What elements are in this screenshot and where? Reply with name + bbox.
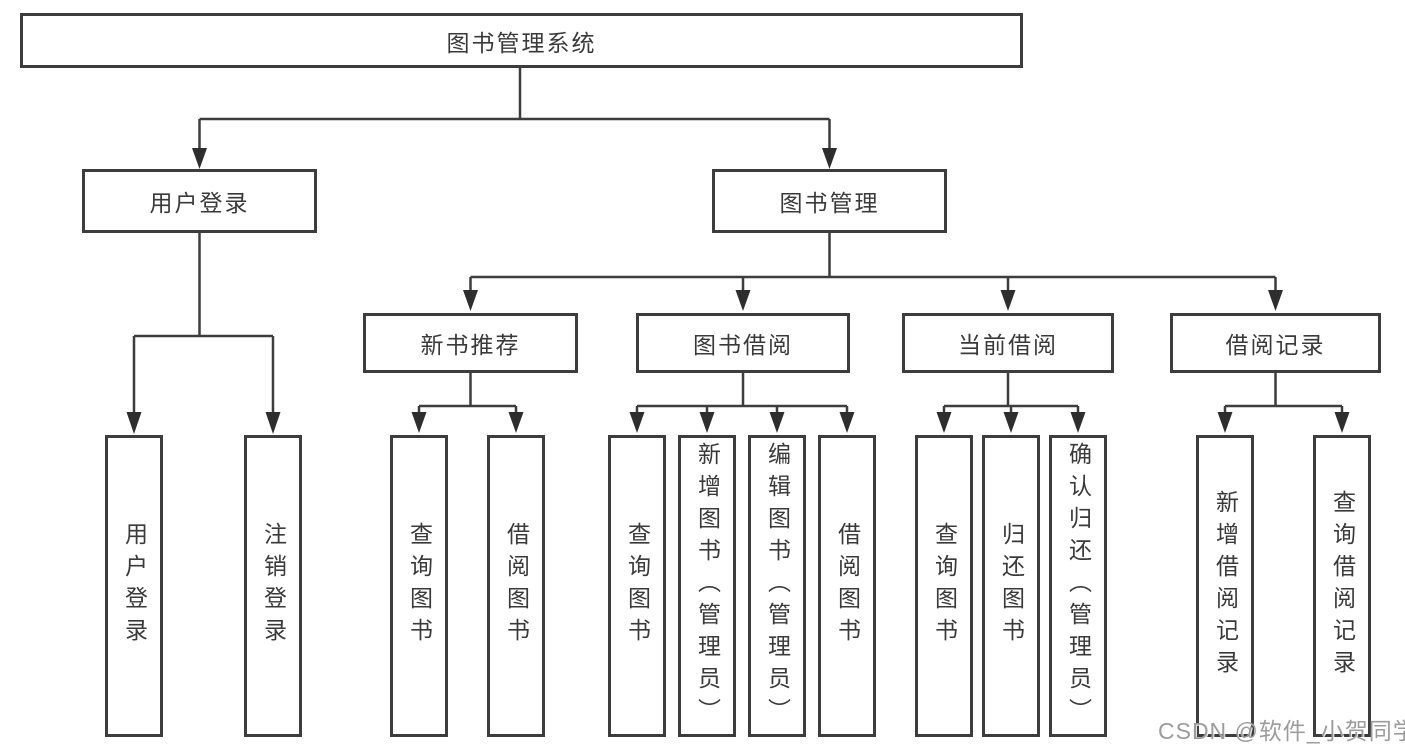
node-new-book-recommend-label: 新书推荐	[420, 332, 521, 358]
leaf-borrow-books: 借阅图书	[818, 435, 876, 737]
arrowhead	[508, 412, 524, 433]
arrowhead	[1334, 412, 1350, 433]
node-book-management-label: 图书管理	[779, 190, 880, 216]
leaf-user-login-label: 用户登录	[121, 522, 148, 650]
leaf-borrow-books-recommend: 借阅图书	[487, 435, 545, 737]
arrowhead	[735, 290, 751, 311]
node-root-label: 图书管理系统	[446, 29, 597, 56]
node-borrow-records-label: 借阅记录	[1225, 332, 1326, 358]
leaf-query-borrow-record: 查询借阅记录	[1313, 435, 1371, 737]
arrowhead	[699, 412, 715, 433]
branch-book-management	[463, 233, 1283, 311]
leaf-logout-label: 注销登录	[260, 522, 287, 650]
leaf-query-books-current: 查询图书	[915, 435, 973, 737]
arrowhead	[839, 412, 855, 433]
leaf-query-books-borrow: 查询图书	[608, 435, 666, 737]
arrowhead	[265, 412, 281, 434]
arrowhead	[463, 290, 478, 311]
leaf-add-borrow-record: 新增借阅记录	[1196, 435, 1254, 737]
leaf-add-books-admin: 新增图书（管理员）	[678, 435, 736, 737]
csdn-watermark: CSDN @软件_小贺同学	[1158, 718, 1405, 744]
arrowhead	[1070, 412, 1086, 433]
arrowhead	[126, 412, 142, 434]
branch-root	[192, 68, 837, 169]
leaf-confirm-return-admin: 确认归还（管理员）	[1049, 435, 1107, 737]
leaf-return-books-label: 归还图书	[998, 522, 1025, 650]
arrowhead	[822, 148, 837, 169]
branch-user-login	[126, 233, 281, 434]
node-current-borrow-label: 当前借阅	[958, 332, 1058, 358]
leaf-edit-books-admin: 编辑图书（管理员）	[748, 435, 806, 737]
arrowhead	[1003, 412, 1019, 433]
node-book-borrow: 图书借阅	[636, 313, 850, 373]
node-current-borrow: 当前借阅	[902, 313, 1114, 373]
arrowhead	[1217, 412, 1233, 433]
leaf-add-books-admin-label: 新增图书（管理员）	[694, 442, 721, 730]
leaf-user-login: 用户登录	[105, 435, 163, 737]
arrowhead	[936, 412, 952, 433]
arrowhead	[1000, 290, 1016, 311]
node-user-login: 用户登录	[82, 169, 317, 233]
branch-new-book-recommend	[411, 373, 524, 433]
node-book-management: 图书管理	[712, 169, 947, 233]
node-user-login-label: 用户登录	[149, 190, 250, 216]
node-borrow-records: 借阅记录	[1170, 313, 1381, 373]
leaf-logout: 注销登录	[244, 435, 302, 737]
leaf-query-books-borrow-label: 查询图书	[624, 522, 651, 650]
branch-borrow-records	[1217, 373, 1350, 433]
node-book-borrow-label: 图书借阅	[693, 332, 793, 358]
branch-book-borrow	[629, 373, 855, 433]
leaf-borrow-books-label: 借阅图书	[834, 522, 861, 650]
leaf-query-books-recommend: 查询图书	[390, 435, 448, 737]
leaf-query-borrow-record-label: 查询借阅记录	[1329, 490, 1356, 682]
arrowhead	[411, 412, 427, 433]
leaf-query-books-recommend-label: 查询图书	[406, 522, 433, 650]
arrowhead	[629, 412, 645, 433]
arrowhead	[192, 148, 207, 169]
arrowhead	[1268, 290, 1283, 311]
leaf-confirm-return-admin-label: 确认归还（管理员）	[1065, 442, 1092, 730]
branch-current-borrow	[936, 373, 1086, 433]
node-root: 图书管理系统	[20, 13, 1023, 68]
leaf-return-books: 归还图书	[982, 435, 1040, 737]
node-new-book-recommend: 新书推荐	[363, 313, 578, 373]
arrowhead	[769, 412, 785, 433]
leaf-add-borrow-record-label: 新增借阅记录	[1212, 490, 1239, 682]
leaf-query-books-current-label: 查询图书	[931, 522, 958, 650]
leaf-edit-books-admin-label: 编辑图书（管理员）	[764, 442, 791, 730]
leaf-borrow-books-recommend-label: 借阅图书	[503, 522, 530, 650]
